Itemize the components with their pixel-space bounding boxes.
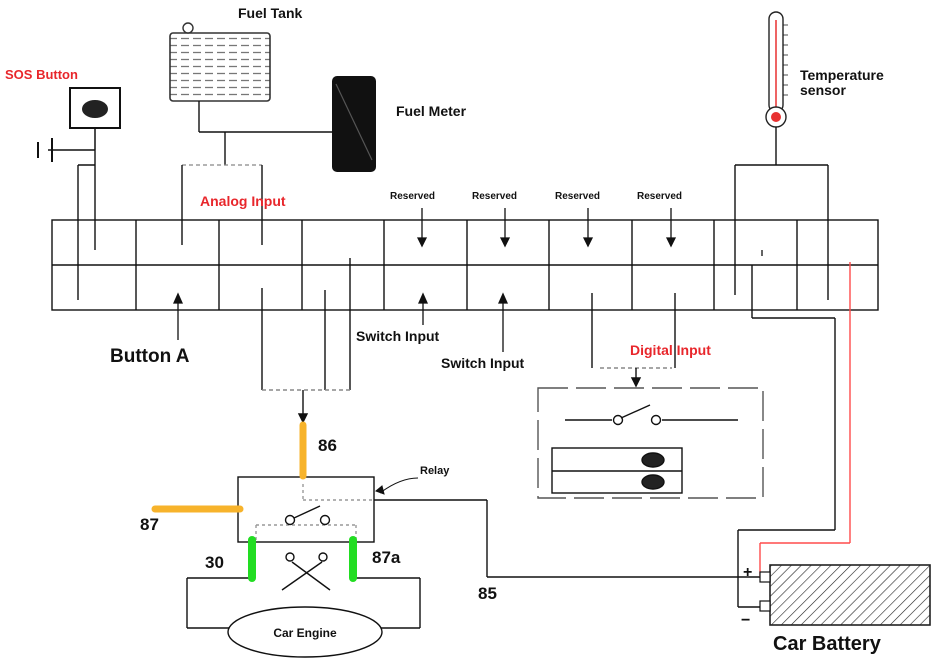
- sos-button-knob: [82, 100, 108, 118]
- input-arrows: [172, 208, 763, 352]
- label-pin-86: 86: [318, 436, 337, 455]
- label-reserved-4: Reserved: [637, 191, 682, 202]
- thermo-bulb: [771, 112, 781, 122]
- relay-pins: [151, 421, 357, 582]
- label-button-a: Button A: [110, 346, 190, 367]
- car-engine-symbol: [227, 606, 383, 658]
- label-reserved-1: Reserved: [390, 191, 435, 202]
- thermometer-symbol: [734, 11, 829, 300]
- label-fuel-tank: Fuel Tank: [238, 5, 303, 21]
- fuel-meter-symbol: [332, 76, 376, 172]
- battery-wiring: [737, 262, 851, 608]
- label-relay: Relay: [420, 465, 450, 477]
- digital-input-switch: [537, 293, 764, 499]
- label-car-battery: Car Battery: [773, 633, 882, 655]
- label-pin-85: 85: [478, 584, 497, 603]
- car-battery-symbol: [759, 564, 931, 626]
- label-battery-plus: +: [743, 564, 752, 581]
- label-reserved-2: Reserved: [472, 191, 517, 202]
- label-sos-button: SOS Button: [5, 67, 78, 82]
- relay-pointer: [375, 477, 419, 495]
- battery-minus-terminal: [759, 600, 771, 612]
- label-pin-87: 87: [140, 515, 159, 534]
- label-switch-input-1: Switch Input: [356, 328, 440, 344]
- terminal-block: [51, 219, 879, 311]
- label-car-engine: Car Engine: [273, 626, 337, 640]
- relay-wiring: [186, 258, 762, 629]
- sos-button-symbol: [37, 87, 121, 300]
- label-temperature-sensor: sensor: [800, 82, 846, 98]
- label-pin-30: 30: [205, 553, 224, 572]
- battery-plus-terminal: [759, 571, 771, 583]
- label-analog-input: Analog Input: [200, 193, 286, 209]
- label-pin-87a: 87a: [372, 548, 401, 567]
- label-temperature: Temperature: [800, 67, 884, 83]
- label-battery-minus: −: [741, 612, 750, 629]
- label-fuel-meter: Fuel Meter: [396, 103, 467, 119]
- label-digital-input: Digital Input: [630, 342, 711, 358]
- fuel-tank-symbol: [169, 22, 332, 245]
- label-switch-input-2: Switch Input: [441, 355, 525, 371]
- label-reserved-3: Reserved: [555, 191, 600, 202]
